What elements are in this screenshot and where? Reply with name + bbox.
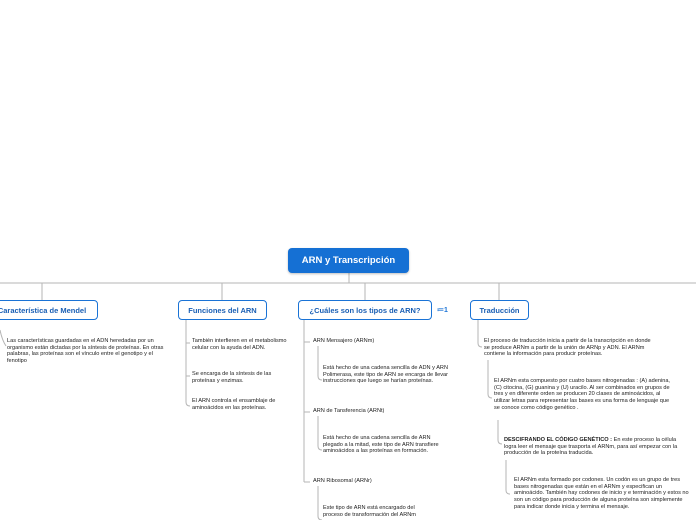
tipo-arn-title[interactable]: ARN Ribosomal (ARNr) [313, 478, 372, 484]
tipo-arn-desc[interactable]: Está hecho de una cadena sencilla de ARN… [323, 435, 439, 455]
topic-tipos-arn[interactable]: ¿Cuáles son los tipos de ARN? [298, 300, 432, 320]
central-topic[interactable]: ARN y Transcripción [288, 248, 409, 273]
traduccion-heading: DESCIFRANDO EL CÓDIGO GENÉTICO : [504, 437, 613, 443]
funcion-item[interactable]: El ARN controla el ensamblaje de aminoác… [192, 398, 276, 411]
topic-traduccion[interactable]: Traducción [470, 300, 529, 320]
traduccion-paragraph[interactable]: DESCIFRANDO EL CÓDIGO GENÉTICO : En este… [504, 437, 680, 457]
funcion-item[interactable]: Se encarga de la síntesis de las proteín… [192, 371, 272, 384]
traduccion-paragraph[interactable]: El ARNm esta compuesto por cuatro bases … [494, 378, 670, 411]
tipo-arn-title[interactable]: ARN Mensajero (ARNm) [313, 338, 375, 344]
mendel-text[interactable]: Las características guardadas en el ADN … [7, 338, 164, 365]
tipo-arn-desc[interactable]: Está hecho de una cadena sencilla de ADN… [323, 365, 449, 385]
traduccion-paragraph[interactable]: El ARNm esta formado por codones. Un cod… [514, 477, 689, 510]
tipo-arn-title[interactable]: ARN de Tansferencia (ARNt) [313, 408, 385, 414]
topic-funciones-arn[interactable]: Funciones del ARN [178, 300, 267, 320]
traduccion-heading-text: En este proceso la célula logra leer el … [504, 437, 678, 457]
funcion-item[interactable]: También interfieren en el metabolismo ce… [192, 338, 287, 351]
list-count-icon: ≔1 [437, 307, 448, 314]
traduccion-paragraph[interactable]: El proceso de traducción inicia a partir… [484, 338, 651, 358]
topic-caracteristica-mendel[interactable]: Característica de Mendel [0, 300, 98, 320]
tipo-arn-desc[interactable]: Este tipo de ARN está encargado del proc… [323, 505, 416, 518]
